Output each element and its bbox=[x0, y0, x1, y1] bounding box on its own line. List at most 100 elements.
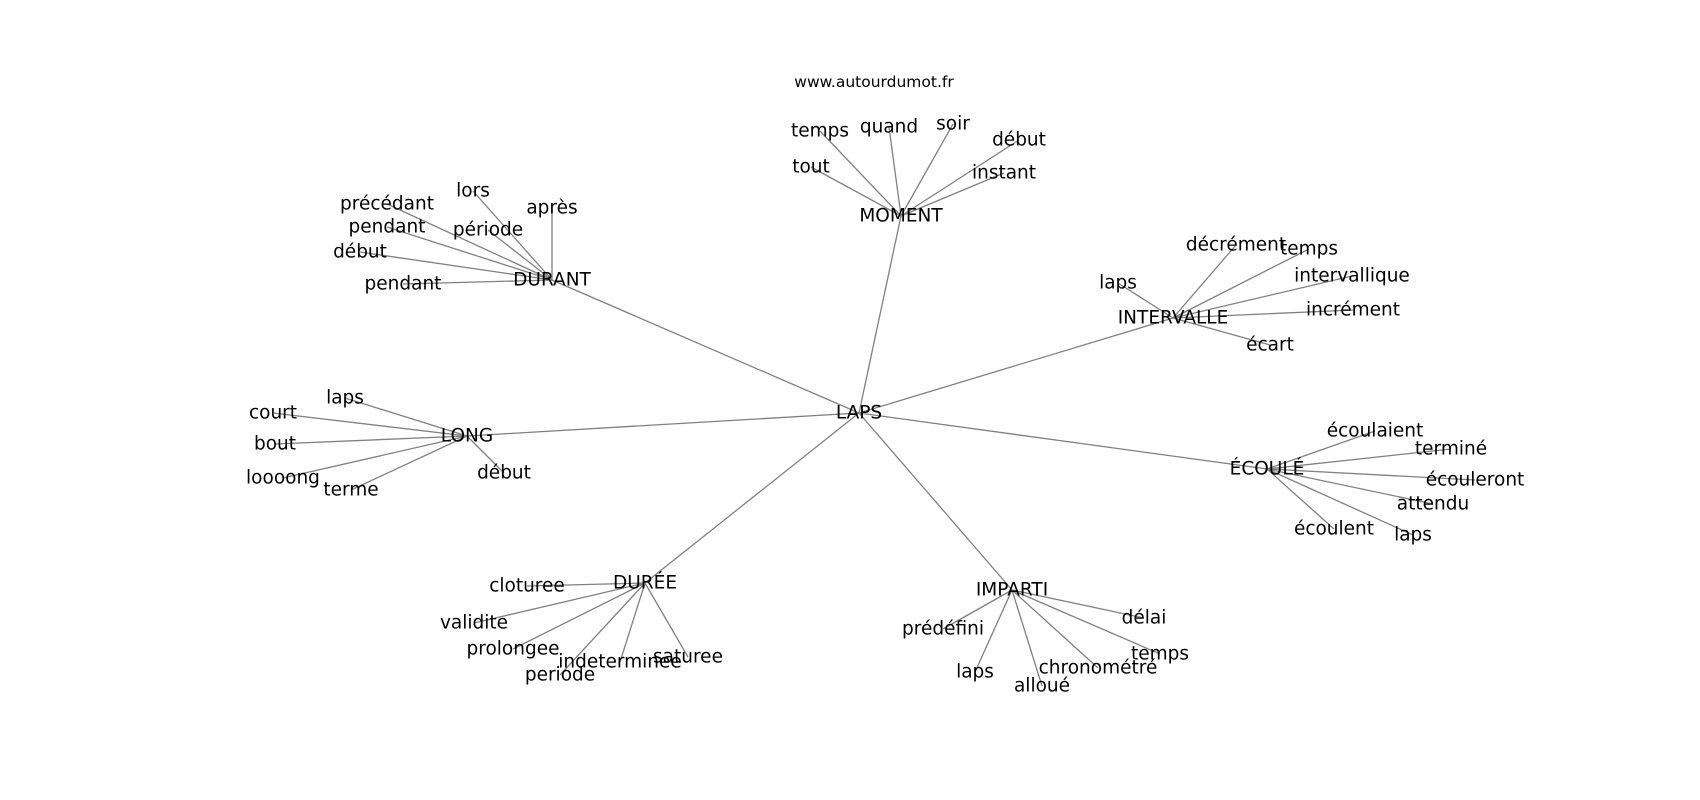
leaf-node-label[interactable]: temps bbox=[791, 121, 849, 142]
edge-hub-to-leaf bbox=[900, 172, 1005, 217]
center-node-label[interactable]: LAPS bbox=[836, 403, 882, 424]
leaf-node-label[interactable]: laps bbox=[956, 662, 994, 683]
leaf-node-label[interactable]: pendant bbox=[365, 274, 442, 295]
leaf-node-label[interactable]: prolongee bbox=[467, 639, 560, 660]
edge-hub-to-leaf bbox=[888, 126, 902, 217]
edge-hub-to-leaf bbox=[1266, 468, 1476, 481]
edge-hub-to-leaf bbox=[350, 435, 468, 491]
edge-hub-to-leaf bbox=[1172, 248, 1310, 319]
leaf-node-label[interactable]: validite bbox=[440, 613, 508, 634]
edge-hub-to-leaf bbox=[1172, 244, 1237, 319]
leaf-node-label[interactable]: laps bbox=[326, 388, 364, 409]
leaf-node-label[interactable]: court bbox=[249, 403, 297, 424]
edge-hub-to-leaf bbox=[512, 582, 646, 650]
edge-hub-to-leaf bbox=[1266, 468, 1414, 536]
edge-hub-to-leaf bbox=[472, 190, 553, 281]
leaf-node-label[interactable]: écart bbox=[1246, 335, 1294, 356]
leaf-node-label[interactable]: saturee bbox=[653, 647, 723, 668]
leaf-node-label[interactable]: écouleront bbox=[1426, 470, 1525, 491]
edge-hub-to-leaf bbox=[487, 229, 553, 281]
edge-hub-to-leaf bbox=[1266, 468, 1335, 530]
leaf-node-label[interactable]: début bbox=[992, 130, 1046, 151]
edge-center-to-hub bbox=[858, 317, 1174, 414]
leaf-node-label[interactable]: cloturee bbox=[489, 576, 565, 597]
hub-node-label[interactable]: LONG bbox=[441, 426, 493, 447]
edge-hub-to-leaf bbox=[1266, 448, 1452, 470]
edge-hub-to-leaf bbox=[559, 582, 646, 676]
leaf-node-label[interactable]: bout bbox=[254, 434, 296, 455]
edge-center-to-hub bbox=[551, 279, 860, 414]
edge-center-to-hub bbox=[644, 412, 860, 584]
hub-node-label[interactable]: MOMENT bbox=[859, 206, 943, 227]
labels-layer: www.autourdumot.fr LAPS temps quand soir dé… bbox=[246, 73, 1524, 697]
leaf-node-label[interactable]: après bbox=[526, 198, 577, 219]
edge-hub-to-leaf bbox=[1011, 589, 1145, 619]
edge-hub-to-leaf bbox=[272, 412, 468, 437]
leaf-node-label[interactable]: soir bbox=[936, 114, 970, 135]
edge-center-to-hub bbox=[858, 412, 1013, 591]
edge-hub-to-leaf bbox=[282, 435, 468, 479]
edge-hub-to-leaf bbox=[526, 582, 646, 587]
edge-center-to-hub bbox=[858, 412, 1268, 470]
hub-node-label[interactable]: INTERVALLE bbox=[1118, 308, 1229, 329]
hub-node-label[interactable]: DURANT bbox=[513, 270, 591, 291]
edge-hub-to-leaf bbox=[1172, 317, 1271, 346]
edge-hub-to-leaf bbox=[274, 435, 468, 445]
edge-center-to-hub bbox=[466, 412, 860, 437]
leaf-node-label[interactable]: quand bbox=[860, 117, 918, 138]
edge-hub-to-leaf bbox=[900, 139, 1020, 217]
leaf-node-label[interactable]: début bbox=[333, 242, 387, 263]
edge-hub-to-leaf bbox=[900, 123, 954, 217]
hub-node-label[interactable]: ÉCOULÉ bbox=[1230, 458, 1305, 480]
leaf-node-label[interactable]: instant bbox=[972, 163, 1036, 184]
edge-hub-to-leaf bbox=[1011, 589, 1043, 687]
leaf-node-label[interactable]: tout bbox=[792, 157, 830, 178]
leaf-node-label[interactable]: incrément bbox=[1306, 300, 1400, 321]
leaf-node-label[interactable]: écoulent bbox=[1294, 519, 1374, 540]
edge-hub-to-leaf bbox=[1266, 430, 1376, 470]
leaf-node-label[interactable]: prédéfini bbox=[902, 619, 984, 640]
edge-hub-to-leaf bbox=[1266, 468, 1434, 505]
leaf-node-label[interactable]: début bbox=[477, 463, 531, 484]
edge-hub-to-leaf bbox=[386, 226, 553, 281]
edge-hub-to-leaf bbox=[386, 203, 553, 281]
edge-hub-to-leaf bbox=[402, 279, 553, 285]
leaf-node-label[interactable]: attendu bbox=[1397, 494, 1469, 515]
edge-hub-to-leaf bbox=[644, 582, 689, 658]
leaf-node-label[interactable]: chronométré bbox=[1039, 658, 1158, 679]
leaf-node-label[interactable]: précédant bbox=[340, 194, 434, 215]
leaf-node-label[interactable]: pendant bbox=[349, 217, 426, 238]
edge-hub-to-leaf bbox=[466, 435, 505, 474]
leaf-node-label[interactable]: laps bbox=[1394, 525, 1432, 546]
edge-hub-to-leaf bbox=[810, 166, 902, 217]
edge-hub-to-leaf bbox=[1117, 282, 1174, 319]
leaf-node-label[interactable]: alloué bbox=[1014, 676, 1070, 697]
edge-center-to-hub bbox=[858, 215, 902, 414]
leaf-node-label[interactable]: écoulaient bbox=[1327, 421, 1424, 442]
leaf-node-label[interactable]: laps bbox=[1099, 273, 1137, 294]
leaf-node-label[interactable]: loooong bbox=[246, 468, 320, 489]
leaf-node-label[interactable]: décrément bbox=[1186, 235, 1286, 256]
leaf-node-label[interactable]: periode bbox=[525, 665, 595, 686]
hub-node-label[interactable]: IMPARTI bbox=[976, 580, 1048, 601]
edge-hub-to-leaf bbox=[359, 251, 553, 281]
watermark[interactable]: www.autourdumot.fr bbox=[794, 73, 954, 91]
leaf-node-label[interactable]: temps bbox=[1131, 644, 1189, 665]
edge-hub-to-leaf bbox=[344, 397, 468, 437]
edge-hub-to-leaf bbox=[473, 582, 646, 624]
edges-layer bbox=[272, 123, 1476, 687]
edge-hub-to-leaf bbox=[1172, 309, 1354, 319]
edge-hub-to-leaf bbox=[942, 589, 1013, 630]
leaf-node-label[interactable]: intervallique bbox=[1294, 266, 1410, 287]
leaf-node-label[interactable]: terme bbox=[323, 480, 378, 501]
edge-hub-to-leaf bbox=[974, 589, 1013, 673]
leaf-node-label[interactable]: indeterminee bbox=[558, 652, 682, 673]
edge-hub-to-leaf bbox=[1011, 589, 1099, 669]
hub-node-label[interactable]: DURÉE bbox=[613, 572, 677, 594]
edge-hub-to-leaf bbox=[819, 130, 902, 217]
leaf-node-label[interactable]: terminé bbox=[1415, 439, 1487, 460]
leaf-node-label[interactable]: lors bbox=[456, 181, 490, 202]
leaf-node-label[interactable]: temps bbox=[1280, 239, 1338, 260]
leaf-node-label[interactable]: délai bbox=[1122, 608, 1167, 629]
leaf-node-label[interactable]: période bbox=[453, 220, 523, 241]
